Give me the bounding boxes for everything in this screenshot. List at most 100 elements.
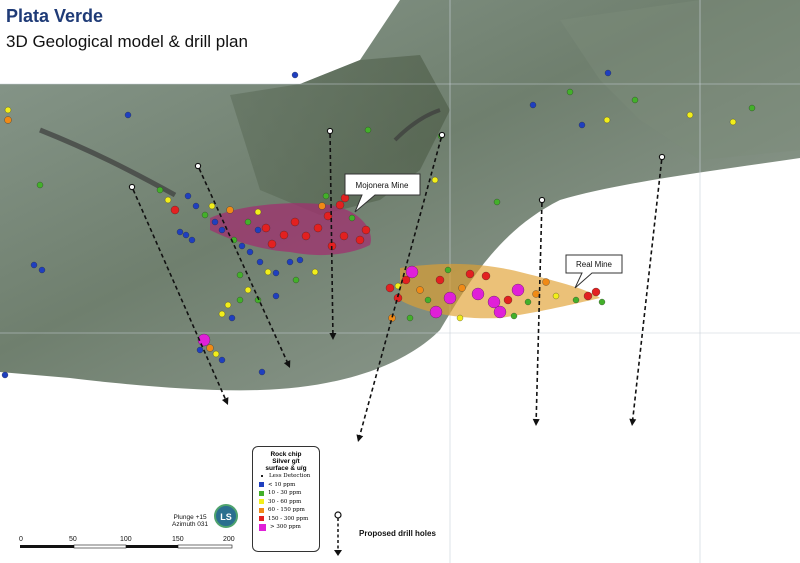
sample-point — [481, 271, 491, 281]
sample-point — [388, 314, 396, 322]
sample-point — [511, 283, 525, 297]
sample-point — [267, 239, 277, 249]
sample-point — [218, 310, 226, 318]
drill-hole-path — [329, 133, 334, 335]
sample-point — [124, 111, 132, 119]
legend-title: Rock chip Silver g/t surface & u/g — [253, 451, 319, 472]
scale-tick-label: 200 — [223, 536, 235, 543]
sample-point — [4, 116, 12, 124]
sample-point — [348, 214, 356, 222]
sample-point — [258, 368, 266, 376]
drill-collar — [438, 131, 446, 139]
sample-point — [211, 218, 219, 226]
sample-point — [4, 106, 12, 114]
sample-point — [532, 290, 540, 298]
drill-arrowhead — [532, 418, 540, 426]
sample-point — [529, 101, 537, 109]
sample-point — [236, 296, 244, 304]
sample-point — [604, 69, 612, 77]
drill-hole-path — [631, 159, 663, 421]
sample-point — [196, 346, 204, 354]
drill-arrowhead — [329, 332, 337, 340]
drill-hole-path — [535, 202, 543, 421]
sample-point — [244, 286, 252, 294]
sample-point — [572, 296, 580, 304]
sample-point — [188, 236, 196, 244]
sample-point — [364, 126, 372, 134]
sample-point — [208, 202, 216, 210]
sample-point — [631, 96, 639, 104]
sample-point — [335, 200, 345, 210]
callout-real-label: Real Mine — [576, 260, 613, 269]
sample-point — [201, 211, 209, 219]
scale-bar — [20, 544, 233, 549]
sample-point — [465, 269, 475, 279]
sample-point — [339, 231, 349, 241]
sample-point — [286, 258, 294, 266]
orebody-real — [400, 263, 600, 319]
scarp — [39, 127, 177, 198]
sample-point — [385, 283, 395, 293]
sample-point — [272, 292, 280, 300]
sample-point — [487, 295, 501, 309]
drill-holes — [128, 127, 666, 442]
legend-label: > 300 ppm — [270, 524, 301, 531]
legend-swatch — [259, 482, 264, 488]
sample-point — [290, 217, 300, 227]
orientation-label: Plunge +15 Azimuth 031 — [172, 514, 208, 528]
callout-mojonera: Mojonera Mine — [344, 173, 421, 213]
legend-label: 150 - 300 ppm — [268, 515, 309, 522]
legend-title-line: Rock chip — [270, 451, 302, 458]
sample-point — [218, 226, 226, 234]
sample-point — [291, 71, 299, 79]
page-title: Plata Verde — [6, 6, 104, 26]
sample-point — [686, 111, 694, 119]
sample-point — [748, 104, 756, 112]
sample-point — [503, 295, 513, 305]
sample-point — [355, 235, 365, 245]
sample-point — [170, 205, 180, 215]
sample-point — [38, 266, 46, 274]
scale-tick-label: 100 — [120, 536, 132, 543]
legend-swatch — [259, 490, 264, 496]
drill-legend-symbol — [334, 511, 342, 556]
sample-point — [182, 231, 190, 239]
sample-point — [493, 198, 501, 206]
legend-swatch — [259, 499, 264, 505]
sample-point — [296, 256, 304, 264]
legend-swatch — [261, 475, 263, 478]
legend-title-line: Silver g/t — [272, 458, 300, 465]
drill-arrowhead — [629, 418, 637, 426]
drill-collar — [658, 153, 666, 161]
drill-collar — [538, 196, 546, 204]
sample-point — [435, 275, 445, 285]
ridge-shadow — [560, 0, 800, 160]
sample-point — [279, 230, 289, 240]
legend-label: < 10 ppm — [268, 481, 296, 488]
sample-point — [1, 371, 9, 379]
page-subtitle: 3D Geological model & drill plan — [6, 32, 248, 51]
legend-item: Less Detection — [253, 472, 319, 481]
drill-legend-label: Proposed drill holes — [359, 529, 436, 538]
sample-points — [1, 69, 756, 379]
sample-point — [192, 202, 200, 210]
sample-point — [406, 314, 414, 322]
legend-swatch — [259, 507, 264, 513]
sample-point — [323, 211, 333, 221]
legend-item: < 10 ppm — [253, 481, 319, 490]
legend-label: 30 - 60 ppm — [268, 498, 302, 505]
sample-point — [261, 223, 271, 233]
sample-point — [361, 225, 371, 235]
callout-real: Real Mine — [565, 254, 623, 289]
azimuth-text: Azimuth 031 — [172, 521, 209, 528]
sample-point — [598, 298, 606, 306]
legend-swatch — [259, 523, 266, 531]
sample-point — [238, 242, 246, 250]
sample-point — [566, 88, 574, 96]
legend-label: Less Detection — [269, 473, 311, 480]
drill-hole-path — [358, 137, 442, 437]
sample-point — [542, 278, 550, 286]
sample-point — [224, 301, 232, 309]
drill-arrowhead — [356, 434, 364, 442]
